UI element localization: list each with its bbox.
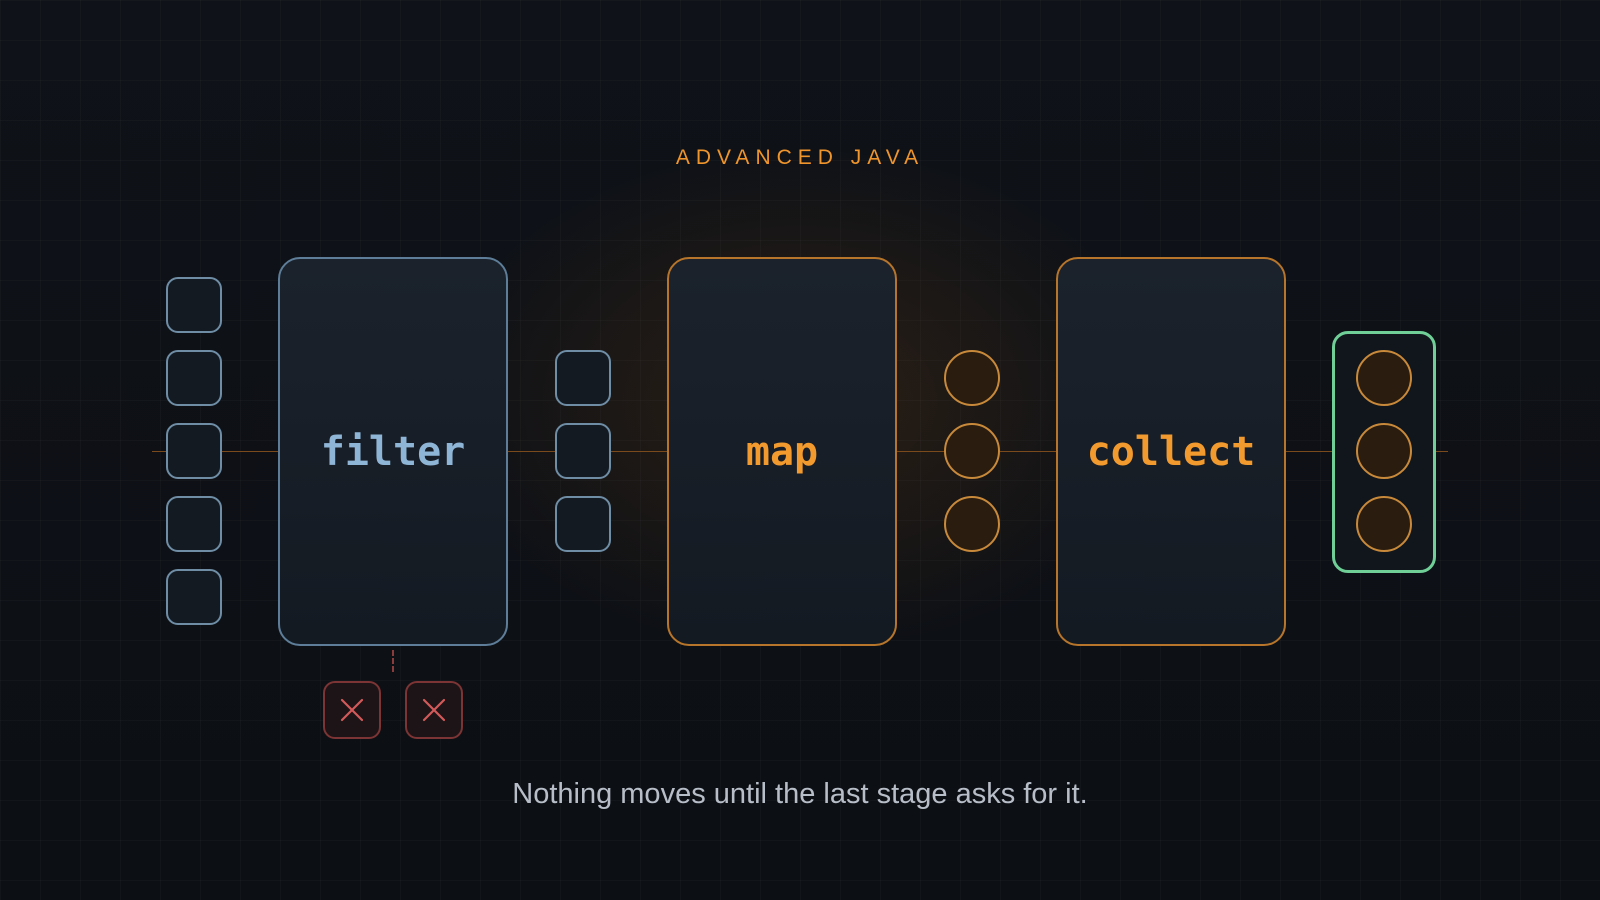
input-token	[166, 496, 222, 552]
input-token	[166, 277, 222, 333]
eyebrow-title: ADVANCED JAVA	[675, 146, 925, 169]
reject-connector	[392, 650, 394, 672]
map-stage: map	[667, 257, 897, 646]
filter-stage: filter	[278, 257, 508, 646]
collect-stage-label: collect	[1086, 428, 1256, 475]
close-icon	[340, 698, 364, 722]
mapped-token	[944, 423, 1000, 479]
mapped-token	[944, 350, 1000, 406]
collect-stage: collect	[1056, 257, 1286, 646]
input-token	[166, 569, 222, 625]
map-stage-label: map	[745, 428, 819, 475]
mapped-token	[944, 496, 1000, 552]
rejected-token	[323, 681, 381, 739]
collected-token	[1356, 423, 1412, 479]
rejected-token	[405, 681, 463, 739]
collected-token	[1356, 350, 1412, 406]
filter-stage-label: filter	[320, 428, 466, 475]
filtered-token	[555, 350, 611, 406]
caption: Nothing moves until the last stage asks …	[512, 778, 1088, 810]
close-icon	[422, 698, 446, 722]
filtered-token	[555, 496, 611, 552]
input-token	[166, 423, 222, 479]
input-token	[166, 350, 222, 406]
filtered-token	[555, 423, 611, 479]
collected-token	[1356, 496, 1412, 552]
